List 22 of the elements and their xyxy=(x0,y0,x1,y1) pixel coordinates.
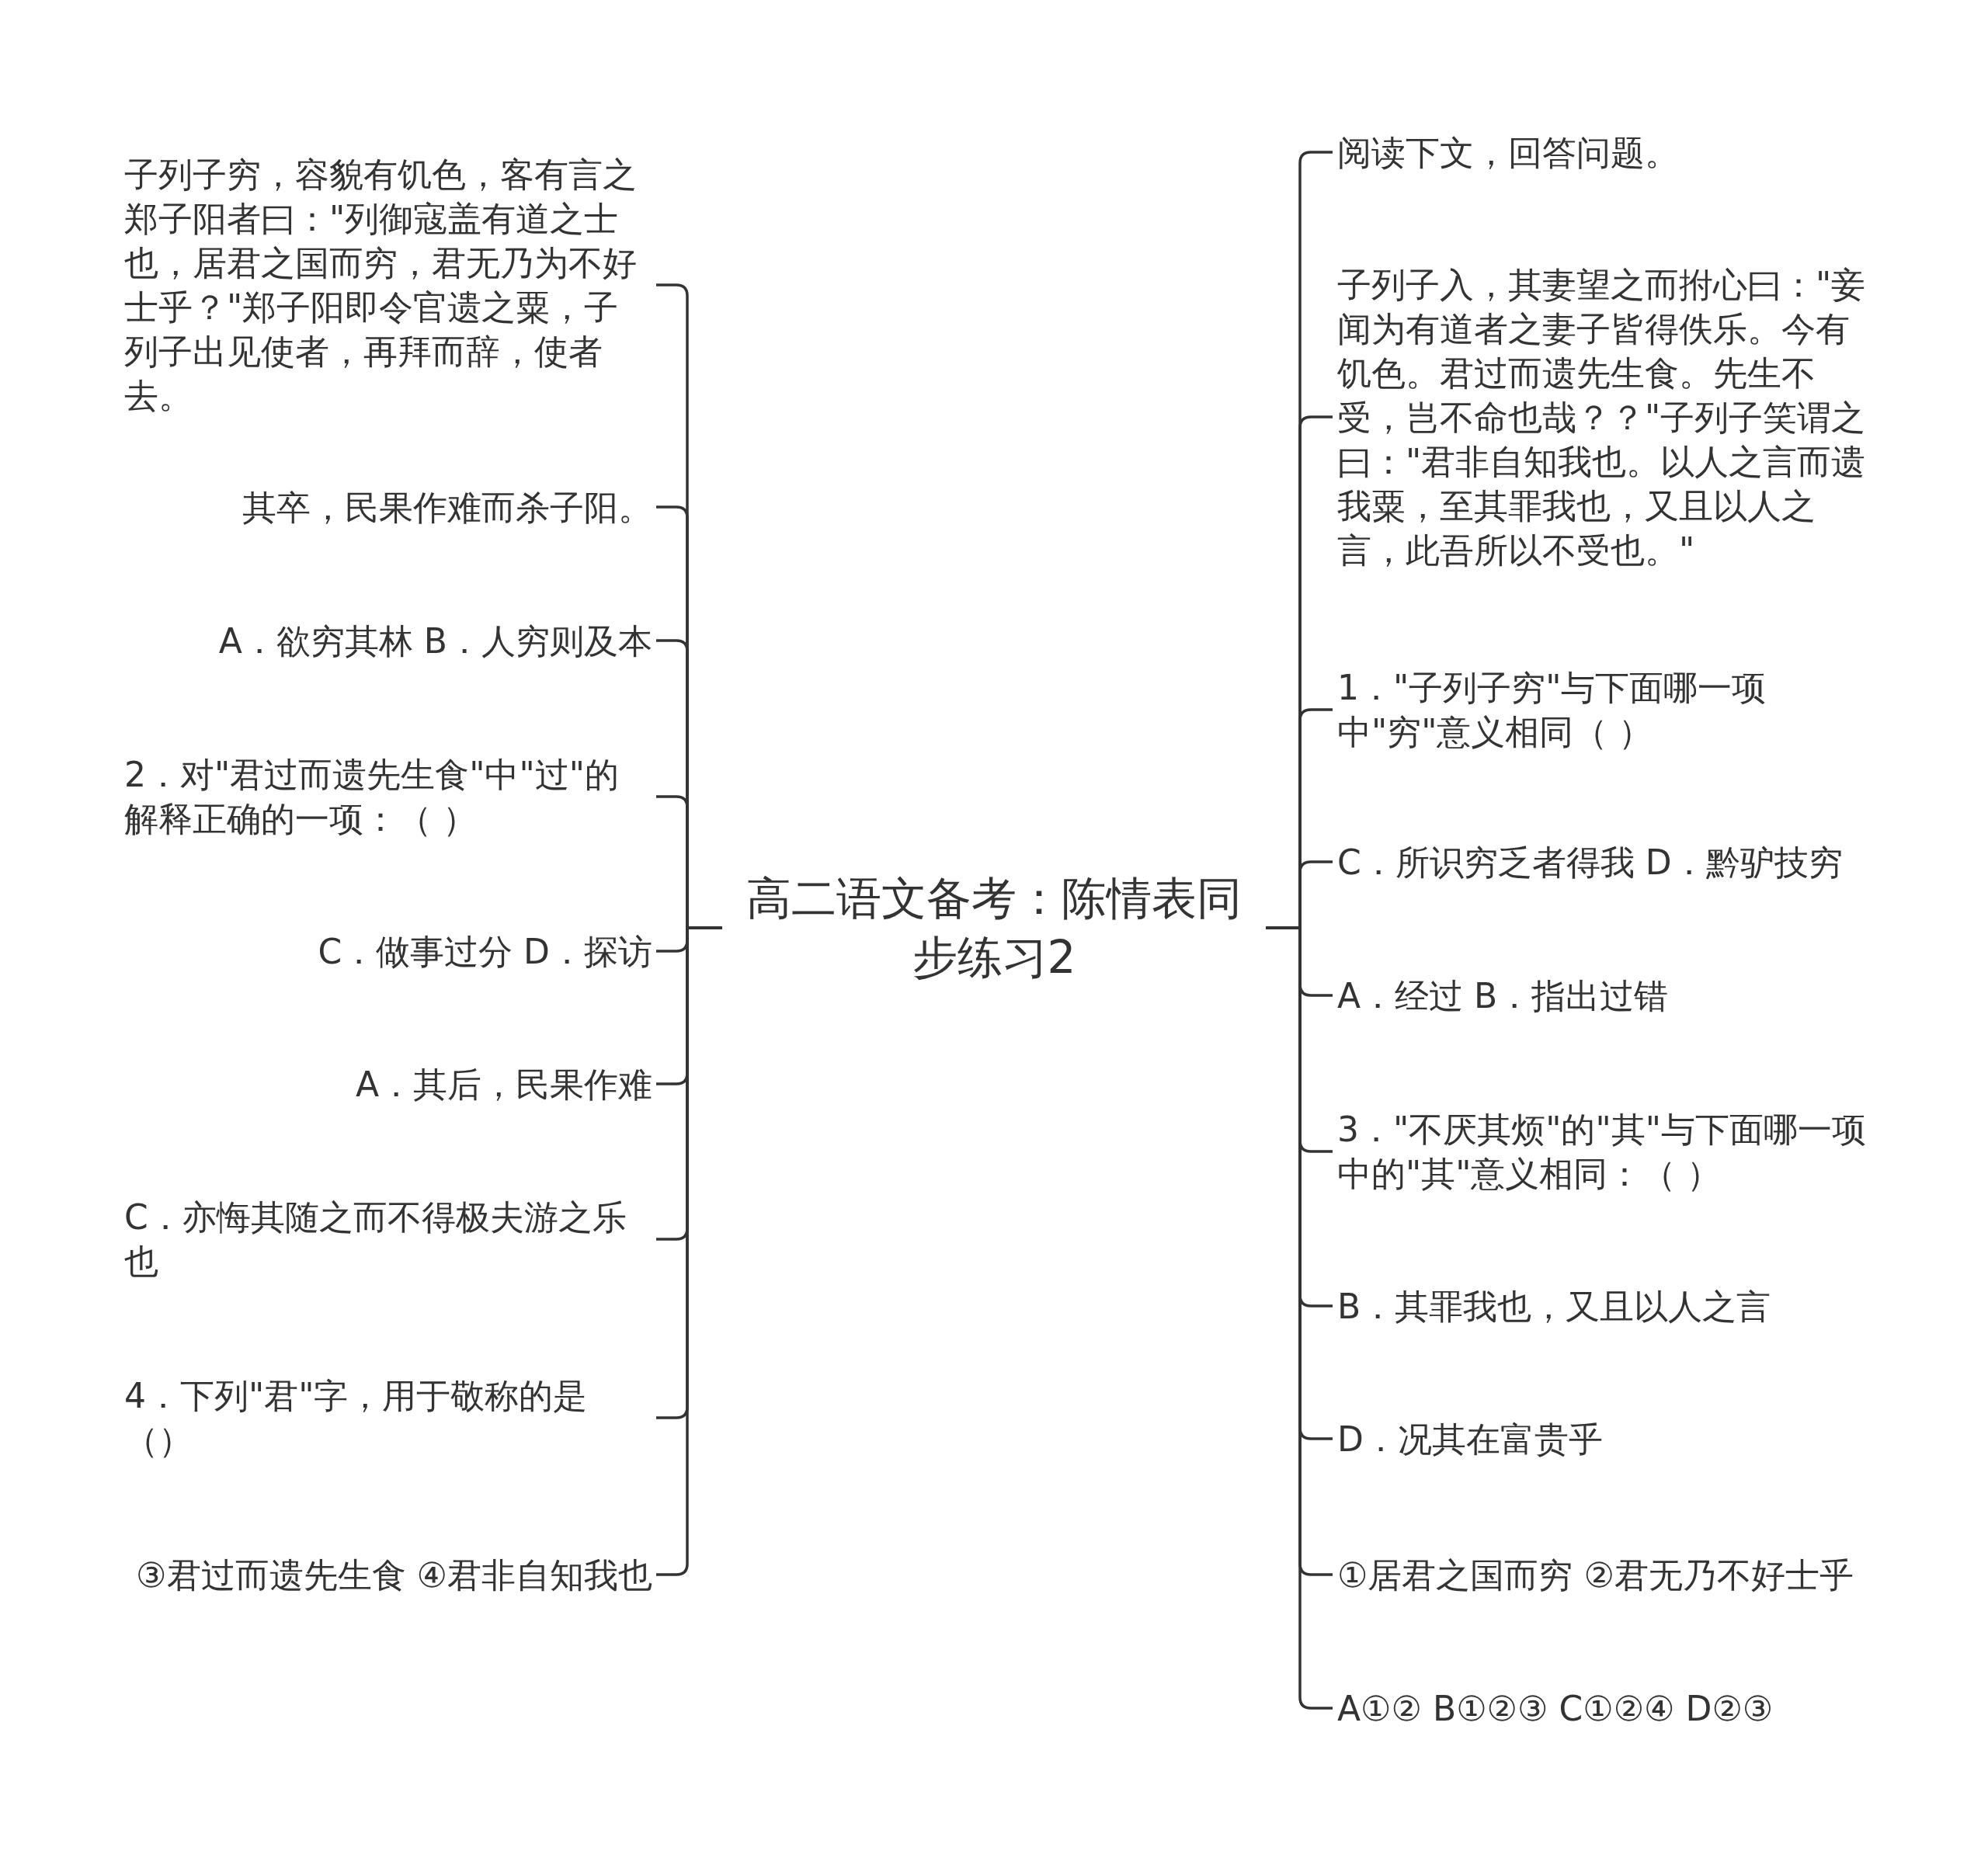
topic-text: A．欲穷其林 B．人穷则及本 xyxy=(218,618,652,663)
topic-text: C．做事过分 D．探访 xyxy=(318,929,652,974)
topic-text: ①居君之国而穷 ②君无乃不好士乎 xyxy=(1337,1552,1854,1597)
topic-text: 2．对"君过而遗先生食"中"过"的解释正确的一项：（ ） xyxy=(124,752,652,841)
central-topic: 高二语文备考：陈情表同步练习2 xyxy=(722,869,1266,987)
connector-line xyxy=(656,926,722,1576)
topic-text: B．其罪我也，又且以人之言 xyxy=(1337,1283,1771,1328)
topic-text: 其卒，民果作难而杀子阳。 xyxy=(242,484,652,530)
topic-text: 3．"不厌其烦"的"其"与下面哪一项中的"其"意义相同：（ ） xyxy=(1337,1107,1873,1196)
topic-text: 4．下列"君"字，用于敬称的是（） xyxy=(124,1374,652,1462)
topic-text: A．其后，民果作难 xyxy=(355,1061,652,1106)
connector-line xyxy=(1266,926,1333,1710)
topic-text: D．况其在富贵乎 xyxy=(1337,1416,1603,1461)
topic-text: A．经过 B．指出过错 xyxy=(1337,973,1669,1018)
topic-text: A①② B①②③ C①②④ D②③ xyxy=(1337,1686,1774,1731)
topic-text: 子列子穷，容貌有饥色，客有言之郑子阳者曰："列御寇盖有道之士也，居君之国而穷，君无乃为不好士乎？"郑子阳即令官遗之粟，子列子出见使者，再拜而辞，使者去。 xyxy=(124,152,652,418)
topic-text: 子列子入，其妻望之而拊心曰："妾闻为有道者之妻子皆得佚乐。今有饥色。君过而遗先生食。先生不受，岂不命也哉？？"子列子笑谓之曰："君非自知我也。以人之言而遗我粟，至其罪我也，又且以人之言，此吾所以不受也。" xyxy=(1337,262,1873,572)
topic-text: C．亦悔其随之而不得极夫游之乐也 xyxy=(124,1195,652,1283)
topic-text: 1．"子列子穷"与下面哪一项中"穷"意义相同（ ） xyxy=(1337,665,1873,754)
topic-text: ③君过而遗先生食 ④君非自知我也 xyxy=(136,1552,652,1597)
topic-text: 阅读下文，回答问题。 xyxy=(1337,130,1679,175)
topic-text: C．所识穷乏者得我 D．黔驴技穷 xyxy=(1337,839,1843,884)
